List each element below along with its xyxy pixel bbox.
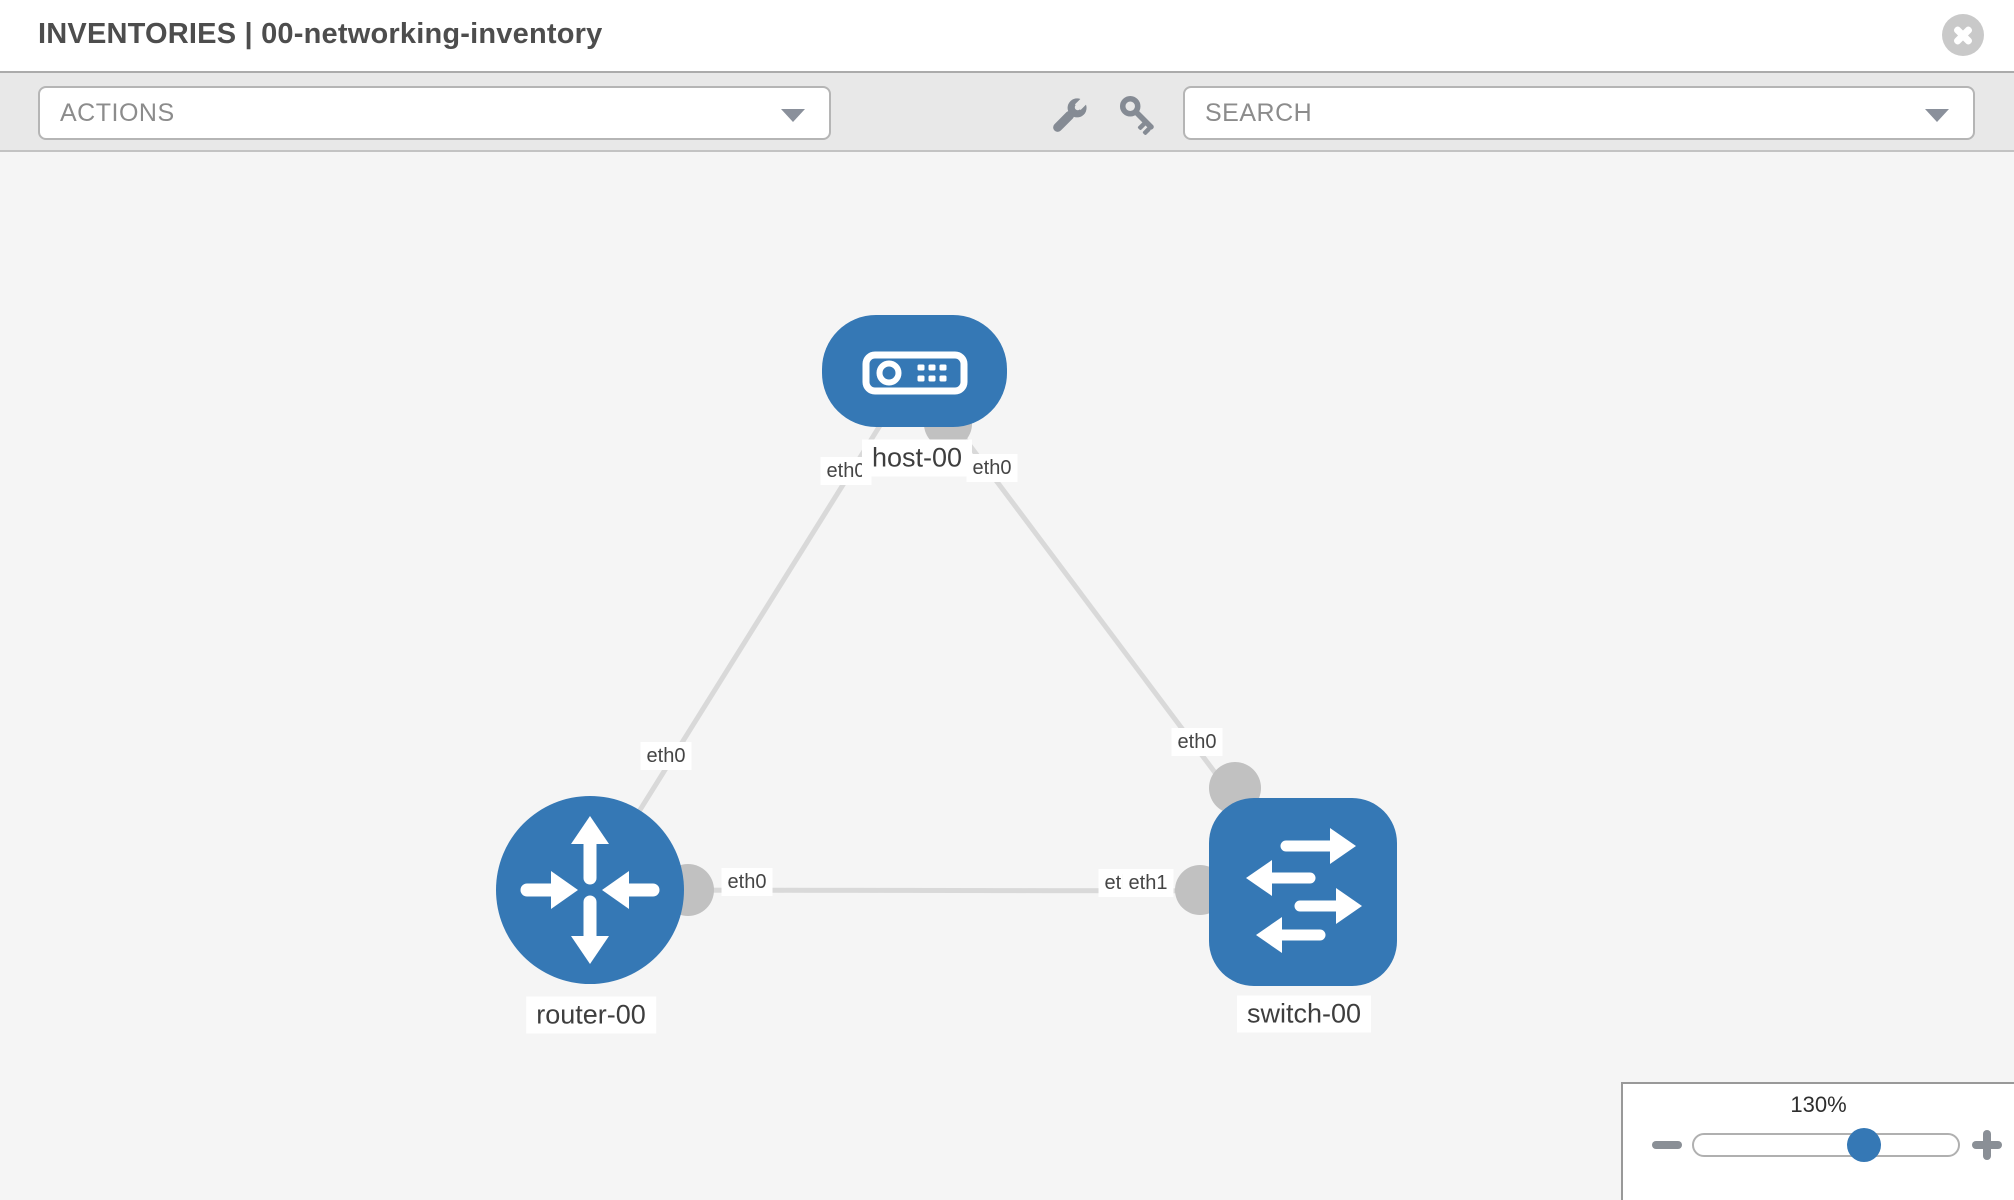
topology-graph: [496, 315, 1397, 986]
chevron-down-icon: [781, 109, 805, 122]
node-switch-00[interactable]: [1209, 798, 1397, 986]
zoom-panel: 130%: [1621, 1082, 2014, 1200]
header-bar: INVENTORIES | 00-networking-inventory: [0, 0, 2014, 71]
node-label-switch: switch-00: [1236, 995, 1372, 1033]
zoom-out-button[interactable]: [1652, 1141, 1682, 1149]
zoom-in-button[interactable]: [1972, 1130, 2002, 1160]
actions-dropdown-label: ACTIONS: [60, 98, 175, 127]
chevron-down-icon: [1925, 109, 1949, 122]
close-icon[interactable]: [1942, 14, 1984, 56]
zoom-slider[interactable]: [1692, 1133, 1960, 1157]
zoom-slider-thumb[interactable]: [1847, 1128, 1881, 1162]
interface-label: eth1: [1122, 869, 1174, 897]
interface-label: eth0: [966, 454, 1018, 482]
actions-dropdown[interactable]: ACTIONS: [38, 86, 831, 140]
switch-arrows-icon: [1246, 828, 1362, 953]
plus-icon: [1983, 1130, 1991, 1160]
page-title: INVENTORIES | 00-networking-inventory: [38, 18, 603, 50]
node-router-00[interactable]: [496, 796, 684, 984]
search-placeholder: SEARCH: [1205, 98, 1313, 127]
key-icon[interactable]: [1114, 93, 1162, 141]
server-icon: [862, 351, 968, 395]
interface-label: eth0: [640, 742, 692, 770]
zoom-level-value: 130%: [1790, 1092, 1847, 1117]
search-dropdown[interactable]: SEARCH: [1183, 86, 1975, 140]
interface-label: eth0: [1171, 728, 1223, 756]
interface-label: eth0: [820, 457, 872, 485]
node-host-00[interactable]: [822, 315, 1007, 427]
wrench-icon[interactable]: [1046, 93, 1094, 141]
node-label-router: router-00: [526, 996, 656, 1034]
interface-label: eth0: [721, 868, 773, 896]
node-label-host: host-00: [861, 439, 973, 477]
toolbar: ACTIONS SEARCH: [0, 71, 2014, 152]
topology-canvas[interactable]: eth0 eth0 eth0 eth0 eth0 eth1 eth1 host-…: [0, 152, 2014, 1200]
link-endpoints: [662, 400, 1261, 916]
router-arrows-icon: [520, 816, 660, 964]
